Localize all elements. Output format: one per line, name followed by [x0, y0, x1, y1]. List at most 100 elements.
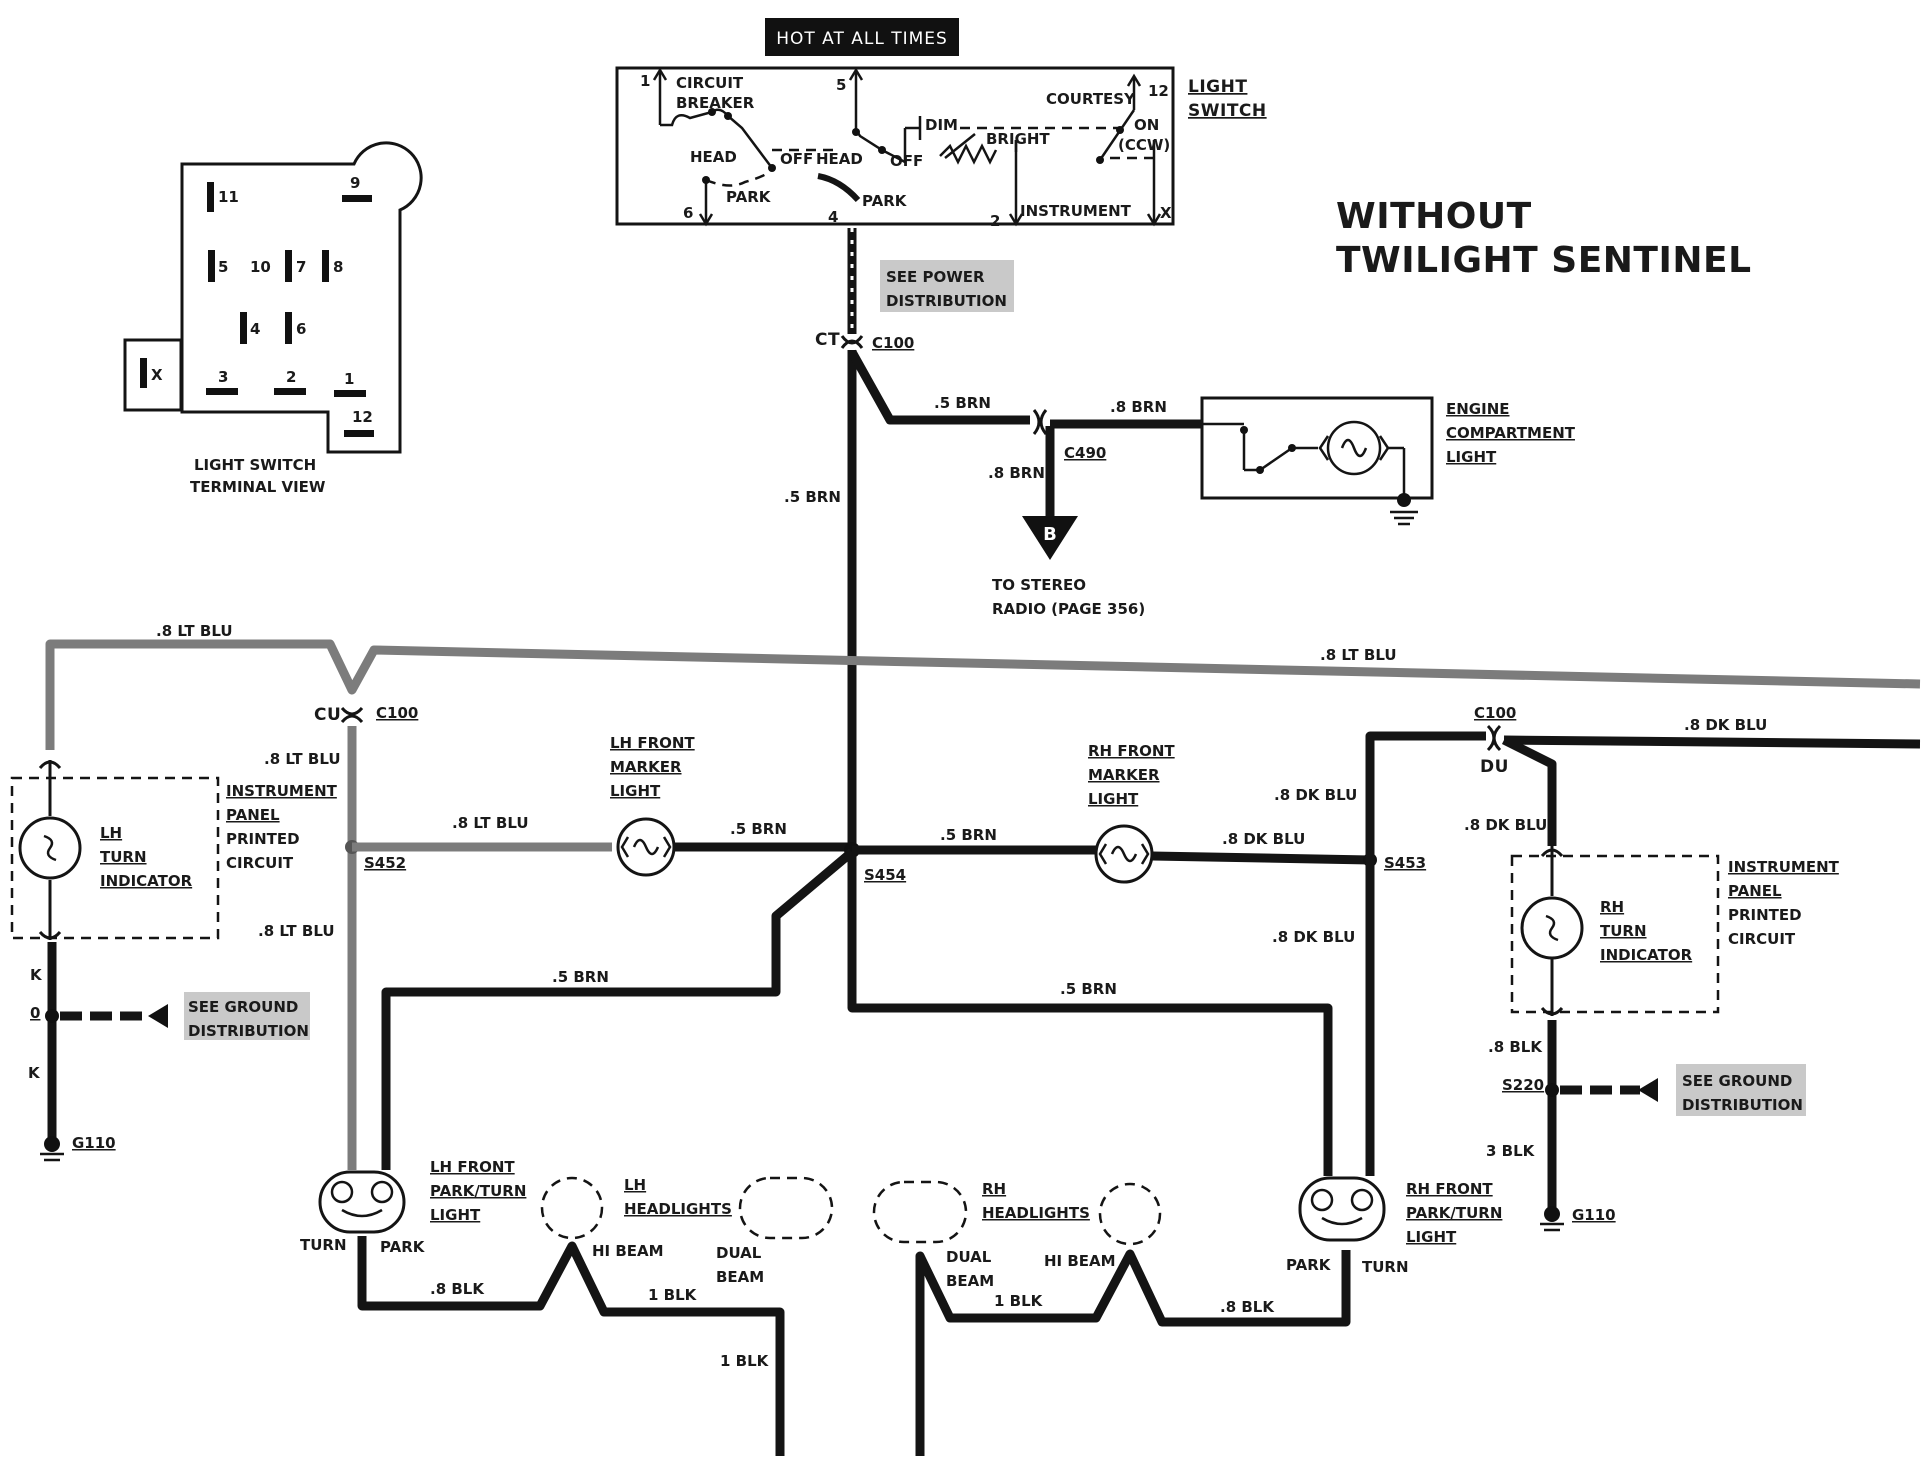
lh-headlights-hi: HI BEAM	[592, 1242, 664, 1260]
terminal-5: 5	[836, 76, 846, 94]
terminal-view-caption1: LIGHT SWITCH	[194, 456, 316, 474]
wire-label-dkblu-right: .8 DK BLU	[1684, 716, 1767, 734]
wire-label-blk1-down: 1 BLK	[720, 1352, 770, 1370]
pin-5: 5	[218, 258, 228, 276]
rh-headlights-line1: RH	[982, 1180, 1006, 1198]
rh-ipc-line1: INSTRUMENT	[1728, 858, 1840, 876]
power-note-bg	[880, 260, 1014, 312]
light-switch-label2: SWITCH	[1188, 101, 1267, 121]
wire-label-c490-left: .5 BRN	[934, 394, 991, 412]
pin-7: 7	[296, 258, 306, 276]
off-label-1: OFF	[780, 150, 813, 168]
stereo-line1: TO STEREO	[992, 576, 1086, 594]
wire-to-c490	[848, 349, 1030, 425]
rh-ipc-line3: PRINTED	[1728, 906, 1802, 924]
connector-c100-right: C100	[1474, 704, 1516, 722]
wire-label-ltblu-right: .8 LT BLU	[1320, 646, 1397, 664]
wire-label-ltblu-s452-bot: .8 LT BLU	[258, 922, 335, 940]
rh-ipc-line4: CIRCUIT	[1728, 930, 1796, 948]
wire-label-dkblu-s453-bot: .8 DK BLU	[1272, 928, 1355, 946]
wire-label-blk8-lh: .8 BLK	[430, 1280, 485, 1298]
wire-rh-turn-dkblu	[1365, 731, 1486, 1176]
wire-label-brn-lh-park: .5 BRN	[552, 968, 609, 986]
circuit-breaker-2: BREAKER	[676, 94, 755, 112]
lh-ground-k2: K	[28, 1064, 41, 1082]
park-label-1: PARK	[726, 188, 772, 206]
light-switch-label1: LIGHT	[1188, 77, 1247, 97]
lh-ipc-line2: PANEL	[226, 806, 280, 824]
wire-rh-marker-dkblu	[1151, 851, 1371, 865]
lh-park-turn-line1: LH FRONT	[430, 1158, 515, 1176]
lh-headlights-line2: HEADLIGHTS	[624, 1200, 732, 1218]
circuit-breaker-1: CIRCUIT	[676, 74, 744, 92]
rh-park-turn-turn: TURN	[1362, 1258, 1409, 1276]
wire-label-dkblu-indicator: .8 DK BLU	[1464, 816, 1547, 834]
on-label: ON	[1134, 116, 1159, 134]
pin-6: 6	[296, 320, 306, 338]
power-note-line2: DISTRIBUTION	[886, 292, 1007, 310]
pin-11: 11	[218, 188, 239, 206]
pin-1: 1	[344, 370, 354, 388]
connector-du: DU	[1480, 757, 1509, 777]
connector-s452: S452	[364, 854, 406, 872]
rh-marker-line2: MARKER	[1088, 766, 1160, 784]
rh-marker-line3: LIGHT	[1088, 790, 1139, 808]
terminal-12: 12	[1148, 82, 1169, 100]
engine-light-line3: LIGHT	[1446, 448, 1497, 466]
rh-headlights: RH HEADLIGHTS HI BEAM DUAL BEAM	[872, 1180, 1162, 1290]
wire-label-ltblu-top: .8 LT BLU	[156, 622, 233, 640]
lh-park-turn-light: TURN PARK LH FRONT PARK/TURN LIGHT	[300, 1158, 526, 1256]
off-label-2: OFF	[890, 152, 923, 170]
engine-light-line2: COMPARTMENT	[1446, 424, 1576, 442]
connector-s453: S453	[1384, 854, 1426, 872]
rh-headlights-hi: HI BEAM	[1044, 1252, 1116, 1270]
rh-park-turn-light: PARK TURN RH FRONT PARK/TURN LIGHT	[1286, 1176, 1502, 1276]
rh-headlights-dual2: BEAM	[946, 1272, 994, 1290]
ground-note-rh-line2: DISTRIBUTION	[1682, 1096, 1803, 1114]
lh-indicator-line3: INDICATOR	[100, 872, 193, 890]
terminal-view: LIGHT SWITCH TERMINAL VIEW 11 9 5 10 7 8…	[123, 141, 423, 496]
wire-label-stereo: .8 BRN	[988, 464, 1045, 482]
lh-front-marker-light: LH FRONT MARKER LIGHT	[610, 734, 695, 877]
lh-ipc-line1: INSTRUMENT	[226, 782, 338, 800]
terminal-1: 1	[640, 72, 650, 90]
ground-note-rh-bg	[1676, 1064, 1806, 1116]
wire-label-blk8-rh: .8 BLK	[1220, 1298, 1275, 1316]
rh-park-turn-line3: LIGHT	[1406, 1228, 1457, 1246]
rh-park-turn-park: PARK	[1286, 1256, 1332, 1274]
lh-park-turn-line3: LIGHT	[430, 1206, 481, 1224]
lh-park-turn-turn: TURN	[300, 1236, 347, 1254]
lh-headlights: LH HEADLIGHTS HI BEAM DUAL BEAM	[540, 1176, 834, 1286]
wire-label-blk-rh-ground: .8 BLK	[1488, 1038, 1543, 1056]
lh-indicator-line1: LH	[100, 824, 122, 842]
lh-turn-indicator: LH TURN INDICATOR INSTRUMENT PANEL PRINT…	[10, 760, 338, 940]
wire-rh-headlight-blk	[915, 1249, 1351, 1456]
lh-marker-line3: LIGHT	[610, 782, 661, 800]
rh-indicator-line3: INDICATOR	[1600, 946, 1693, 964]
pin-x: X	[151, 366, 163, 384]
lh-marker-line2: MARKER	[610, 758, 682, 776]
pin-8: 8	[333, 258, 343, 276]
power-note-line1: SEE POWER	[886, 268, 985, 286]
hot-banner-bg	[765, 18, 959, 56]
courtesy-label: COURTESY	[1046, 90, 1136, 108]
lh-indicator-line2: TURN	[100, 848, 147, 866]
wire-dkblu-right	[1503, 735, 1921, 749]
rh-ipc-line2: PANEL	[1728, 882, 1782, 900]
wire-label-dkblu-s453-top: .8 DK BLU	[1274, 786, 1357, 804]
wire-rh-park-brn	[847, 852, 1333, 1176]
wire-lt-blu-bus	[45, 639, 1921, 750]
wire-lh-headlight-blk	[357, 1236, 785, 1456]
terminal-2: 2	[990, 212, 1000, 230]
pin-3: 3	[218, 368, 228, 386]
wire-label-trunk: .5 BRN	[784, 488, 841, 506]
lh-ipc-line3: PRINTED	[226, 830, 300, 848]
hot-banner: HOT AT ALL TIMES	[776, 29, 948, 49]
rh-indicator-line2: TURN	[1600, 922, 1647, 940]
connector-s220: S220	[1502, 1076, 1544, 1094]
pin-2: 2	[286, 368, 296, 386]
terminal-4: 4	[828, 208, 838, 226]
stereo-badge-shape	[1022, 516, 1078, 560]
pin-4: 4	[250, 320, 260, 338]
